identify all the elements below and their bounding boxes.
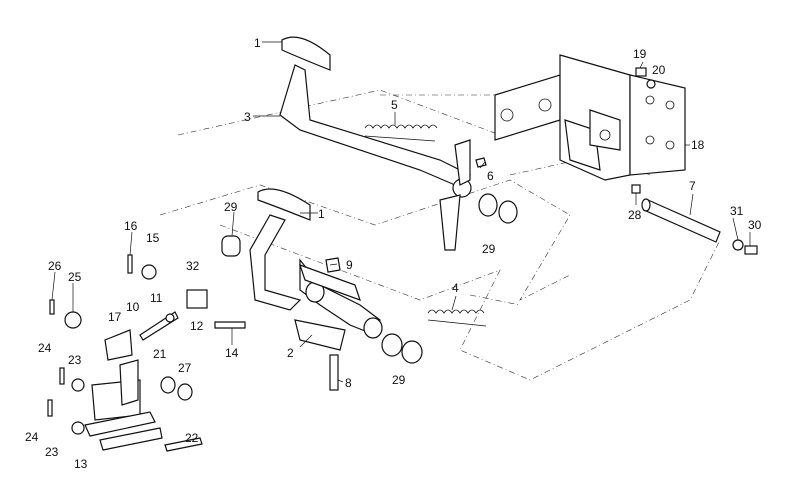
callout-9: 9 (346, 258, 353, 272)
bushings (221, 193, 518, 364)
callout-15: 15 (146, 231, 160, 245)
callout-23a: 23 (68, 353, 82, 367)
callout-7: 7 (689, 179, 696, 193)
callout-25: 25 (68, 270, 82, 284)
callout-29a: 29 (224, 200, 238, 214)
callout-2: 2 (287, 346, 294, 360)
callout-1b: 1 (318, 207, 325, 221)
callout-24a: 24 (38, 341, 52, 355)
callout-27: 27 (178, 361, 192, 375)
callout-20: 20 (652, 63, 666, 77)
callout-6: 6 (487, 169, 494, 183)
callout-8: 8 (345, 376, 352, 390)
callout-23b: 23 (45, 445, 59, 459)
callout-16: 16 (124, 219, 138, 233)
callout-22: 22 (185, 431, 199, 445)
callout-5: 5 (391, 98, 398, 112)
callout-30: 30 (748, 218, 762, 232)
shaft (641, 198, 721, 243)
callout-32: 32 (186, 259, 200, 273)
springs (364, 124, 487, 327)
callout-10: 10 (126, 300, 140, 314)
callout-21: 21 (153, 347, 167, 361)
small-hardware (47, 67, 758, 452)
callout-13: 13 (74, 457, 88, 471)
callout-26: 26 (48, 259, 62, 273)
upper-pedal-assembly (279, 36, 472, 198)
leader-lines (51, 41, 751, 383)
callout-17: 17 (108, 310, 122, 324)
callout-28: 28 (628, 208, 642, 222)
callout-4: 4 (452, 281, 459, 295)
callout-18: 18 (691, 138, 705, 152)
callout-11: 11 (150, 291, 163, 305)
callout-12: 12 (190, 319, 204, 333)
callout-1a: 1 (254, 36, 261, 50)
callout-29c: 29 (392, 373, 406, 387)
lower-pedal-assembly (249, 188, 461, 351)
callout-24b: 24 (25, 430, 39, 444)
mounting-bracket (494, 54, 686, 181)
callout-3: 3 (244, 110, 251, 124)
callout-31: 31 (730, 204, 744, 218)
callout-19: 19 (633, 47, 647, 61)
part-callouts: 1 3 5 6 19 20 18 7 1 29 29 28 31 30 9 16… (25, 36, 762, 471)
callout-14: 14 (225, 346, 239, 360)
callout-29b: 29 (482, 242, 496, 256)
